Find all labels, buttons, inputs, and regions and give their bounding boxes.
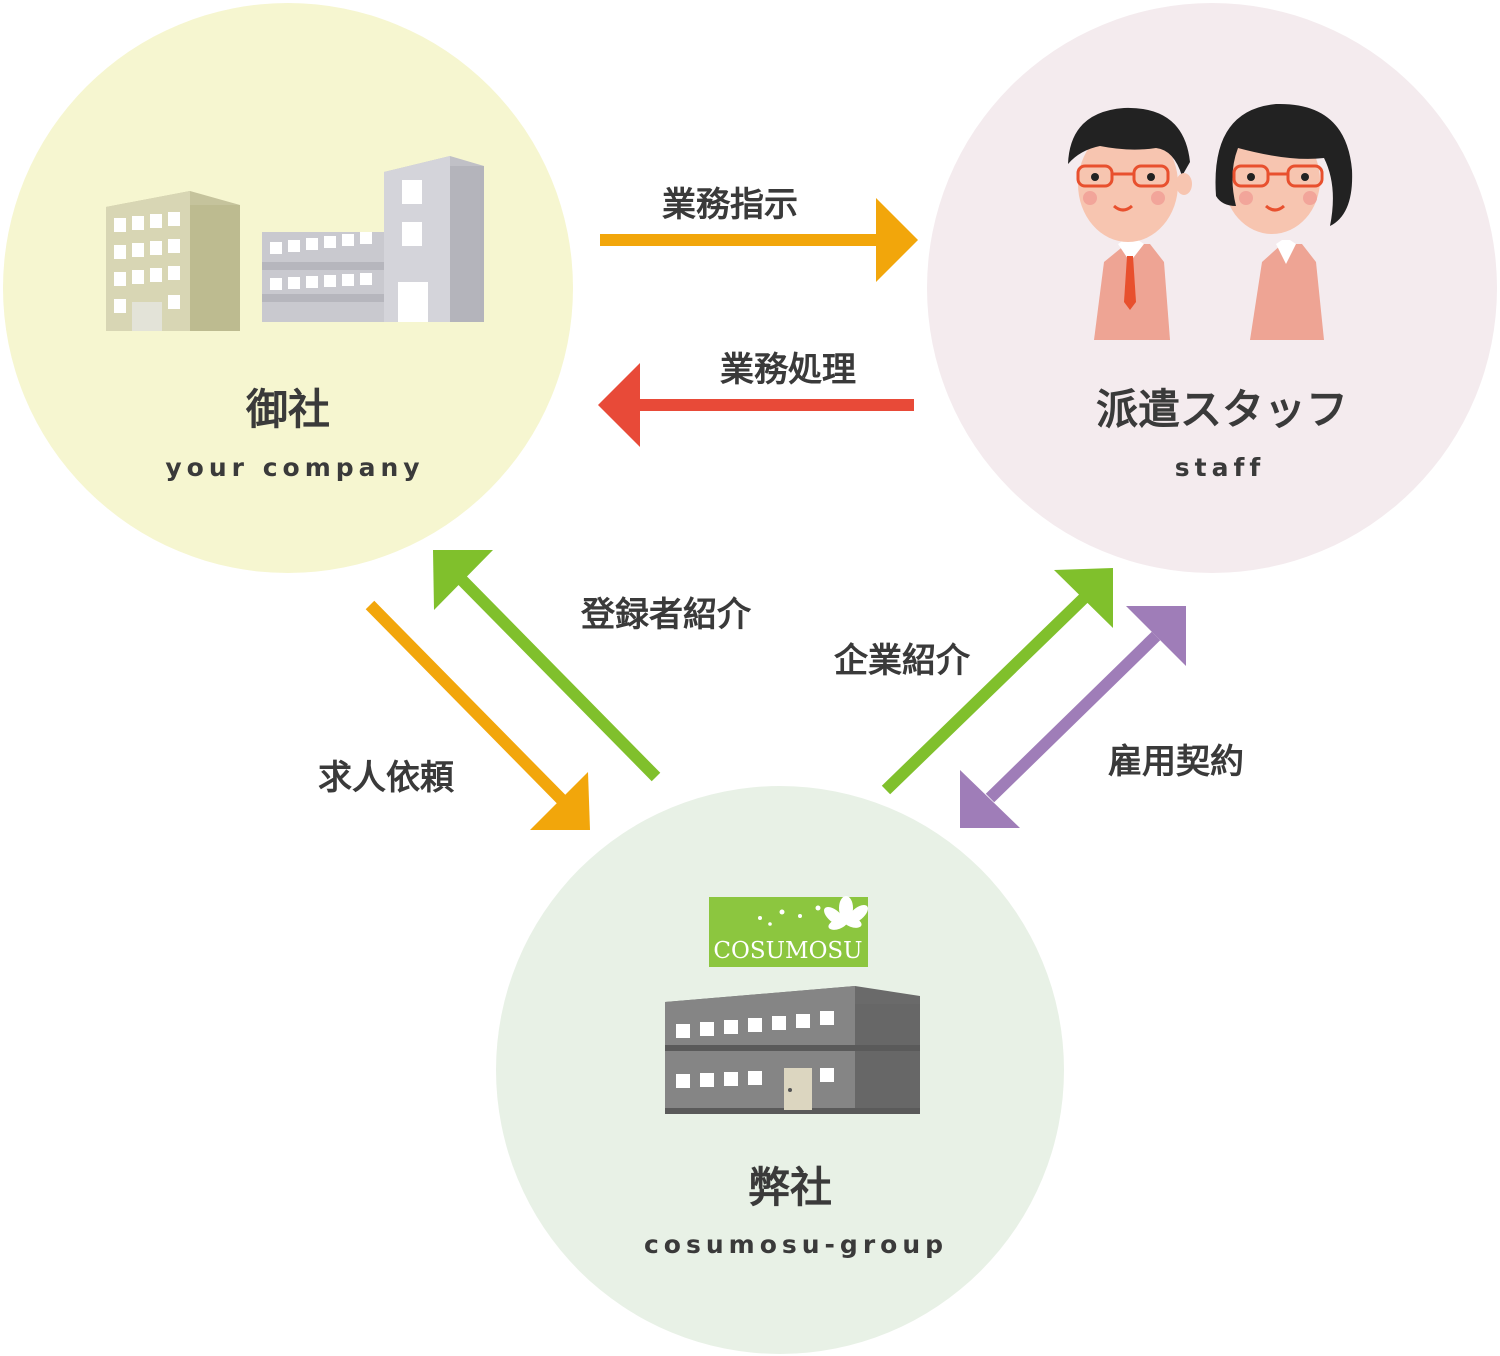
edge-candidate-referral-arrowhead	[433, 550, 493, 610]
edge-company-referral: 企業紹介	[834, 568, 1113, 795]
office-buildings-icon	[106, 156, 484, 331]
edge-company-referral-label: 企業紹介	[834, 641, 971, 681]
edge-employment-contract-arrowhead-agency	[960, 770, 1020, 828]
edge-employment-contract-label: 雇用契約	[1108, 742, 1244, 782]
edge-instruction: 業務指示	[600, 185, 918, 282]
edge-job-request: 求人依頼	[318, 600, 590, 830]
edge-candidate-referral-line	[457, 575, 661, 782]
staff-people-icon	[1068, 103, 1353, 340]
edge-instruction-label: 業務指示	[662, 185, 798, 225]
agency-title: 弊社	[748, 1163, 832, 1212]
node-client: 御社 your company	[3, 3, 573, 573]
edge-candidate-referral-label: 登録者紹介	[580, 595, 752, 635]
edge-processing: 業務処理	[598, 350, 914, 447]
edge-company-referral-line	[881, 593, 1089, 795]
edge-instruction-arrowhead	[876, 198, 918, 282]
edge-employment-contract-line	[985, 631, 1161, 803]
edge-company-referral-arrowhead	[1054, 568, 1113, 628]
edge-processing-label: 業務処理	[720, 350, 856, 390]
edge-employment-contract-arrowhead-staff	[1126, 606, 1186, 666]
logo-text: COSUMOSU	[713, 938, 862, 964]
agency-building-icon	[665, 986, 920, 1114]
client-title: 御社	[245, 385, 330, 434]
edge-employment-contract: 雇用契約	[960, 606, 1244, 828]
staff-title: 派遣スタッフ	[1096, 385, 1348, 434]
edge-job-request-line	[365, 600, 567, 805]
edge-processing-arrowhead	[598, 363, 640, 447]
node-agency: COSUMOSU 弊社 cosumosu-group	[496, 786, 1064, 1354]
edge-job-request-label: 求人依頼	[318, 758, 455, 798]
client-subtitle: your company	[165, 453, 424, 482]
cosumosu-logo-icon: COSUMOSU	[709, 896, 868, 967]
edge-job-request-arrowhead	[530, 772, 590, 830]
agency-subtitle: cosumosu-group	[644, 1230, 948, 1259]
staff-subtitle: staff	[1175, 453, 1265, 482]
staff-circle	[927, 3, 1497, 573]
node-staff: 派遣スタッフ staff	[927, 3, 1497, 573]
edge-candidate-referral: 登録者紹介	[433, 550, 752, 782]
